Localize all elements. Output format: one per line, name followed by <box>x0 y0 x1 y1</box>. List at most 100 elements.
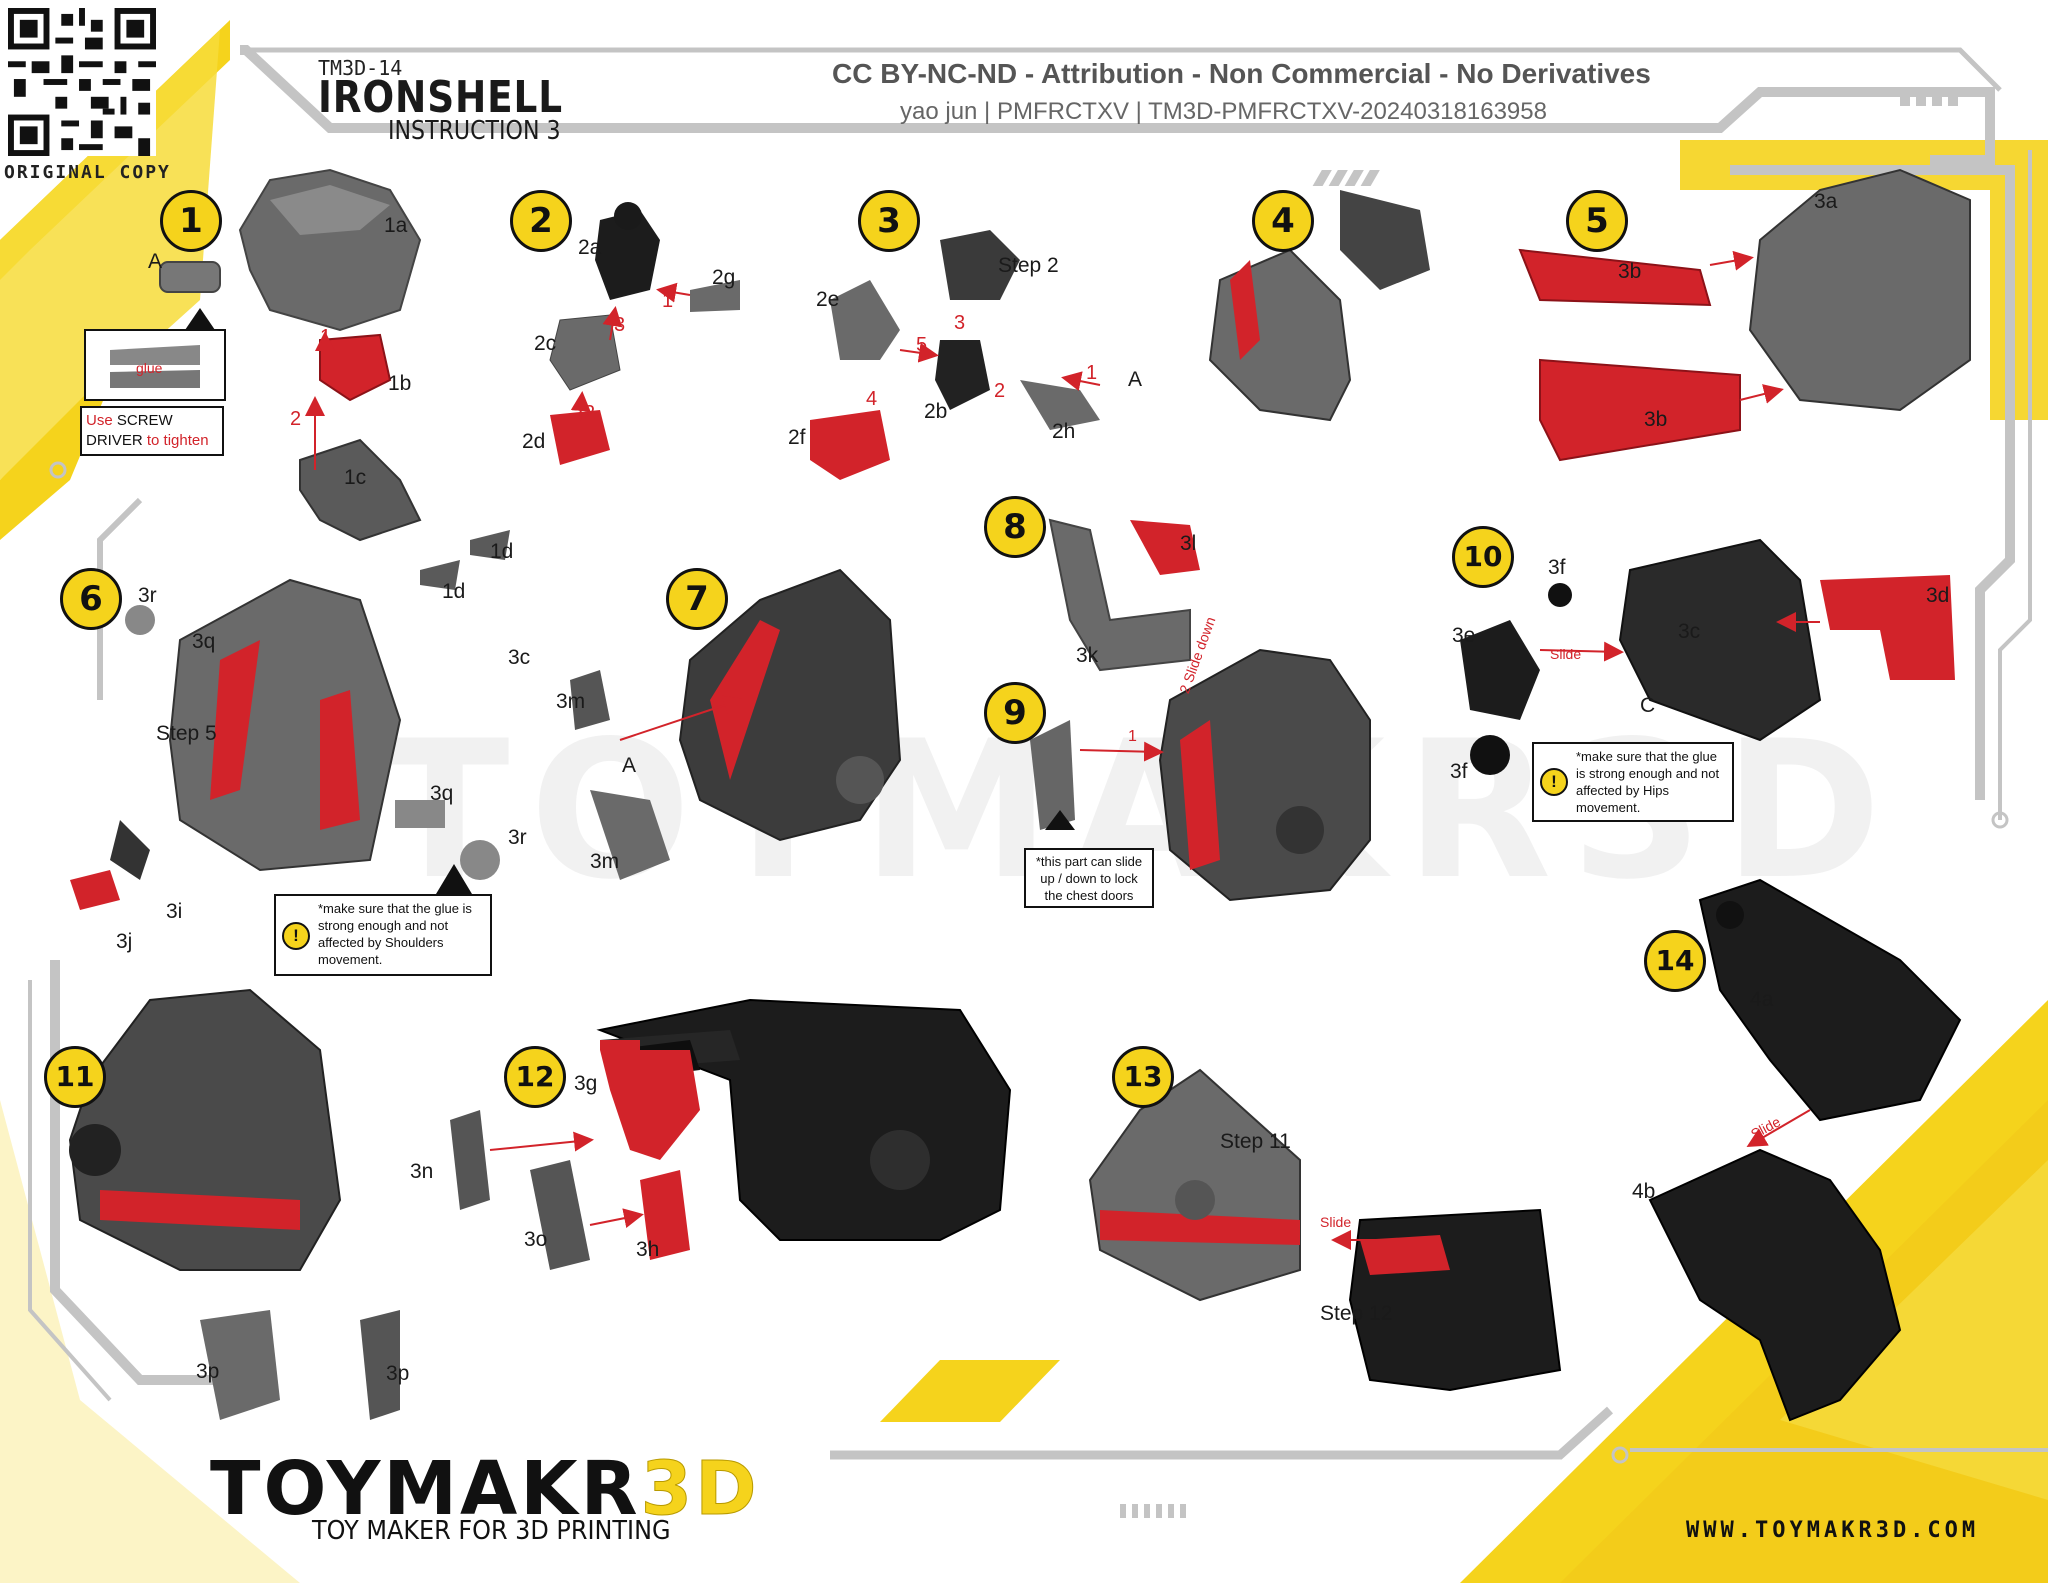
tip-text: to tighten <box>146 432 209 449</box>
part-label: 3q <box>192 630 216 653</box>
part-label: 3i <box>166 900 183 923</box>
tip-text: SCREW <box>116 412 173 429</box>
part-label: 2f <box>788 426 806 449</box>
part-label: C <box>1640 694 1656 717</box>
part-label: 2b <box>924 400 948 423</box>
step-badge-11: 11 <box>44 1046 106 1108</box>
tip-text: Use <box>86 412 113 429</box>
model-title: IRONSHELL <box>318 72 563 123</box>
part-label: 3o <box>524 1228 548 1251</box>
part-label: 3n <box>410 1160 434 1183</box>
arrow-number: 3 <box>614 314 626 336</box>
step-badge-14: 14 <box>1644 930 1706 992</box>
part-label: Step 11 <box>1220 1130 1291 1153</box>
part-label: 3e <box>1452 624 1476 647</box>
part-label: 3r <box>138 584 157 607</box>
part-label: 2d <box>522 430 546 453</box>
qr-code-icon <box>8 8 156 156</box>
part-label: Step 5 <box>156 722 217 745</box>
warning-icon: ! <box>282 922 310 950</box>
instruction-subtitle: INSTRUCTION 3 <box>388 116 561 146</box>
part-label: 3m <box>556 690 586 713</box>
step-badge-7: 7 <box>666 568 728 630</box>
brand-tagline: TOY MAKER FOR 3D PRINTING <box>312 1516 671 1546</box>
part-label: 2a <box>578 236 602 259</box>
part-label: A <box>148 250 163 273</box>
arrow-number: 2 <box>290 408 302 430</box>
brand-logo: TOYMAKR3D <box>210 1446 760 1533</box>
part-label: 3p <box>386 1362 410 1385</box>
tip-text: DRIVER <box>86 432 143 449</box>
part-label: 3b <box>1618 260 1642 283</box>
part-label: 3f <box>1450 760 1468 783</box>
part-label: 4a <box>1750 988 1774 1011</box>
note-text: *make sure that the glue is strong enoug… <box>318 901 472 967</box>
step-badge-8: 8 <box>984 496 1046 558</box>
part-label: Step 12 <box>1320 1302 1393 1325</box>
part-label: A <box>622 754 637 777</box>
slide-label: Slide <box>1550 646 1582 662</box>
part-label: 4b <box>1632 1180 1656 1203</box>
brand-logo-main: TOYMAKR <box>210 1446 641 1532</box>
screwdriver-tip: Use SCREW DRIVER to tighten <box>80 406 224 456</box>
part-label: 3j <box>116 930 133 953</box>
part-label: 3k <box>1076 644 1099 667</box>
step-badge-5: 5 <box>1566 190 1628 252</box>
part-label: 1a <box>384 214 408 237</box>
arrow-number: 2 <box>584 402 596 424</box>
step-badge-4: 4 <box>1252 190 1314 252</box>
part-label: 3b <box>1644 408 1668 431</box>
part-label: 1c <box>344 466 367 489</box>
step-badge-3: 3 <box>858 190 920 252</box>
step-badge-2: 2 <box>510 190 572 252</box>
credits-text: yao jun | PMFRCTXV | TM3D-PMFRCTXV-20240… <box>900 98 1547 125</box>
part-label: 3r <box>508 826 527 849</box>
arrow-number: 1 <box>662 290 674 312</box>
part-label: 3q <box>430 782 454 805</box>
shoulder-glue-note: ! *make sure that the glue is strong eno… <box>274 894 492 976</box>
part-label: 3c <box>1678 620 1701 643</box>
part-label: 1d <box>442 580 466 603</box>
part-label: Step 2 <box>998 254 1059 277</box>
part-label: 2g <box>712 266 736 289</box>
part-label: 3a <box>1814 190 1838 213</box>
step-badge-1: 1 <box>160 190 222 252</box>
part-label: 3c <box>508 646 531 669</box>
arrow-number: 4 <box>866 388 878 410</box>
part-label: 2e <box>816 288 840 311</box>
part-label: 2c <box>534 332 557 355</box>
step-badge-13: 13 <box>1112 1046 1174 1108</box>
slide-label: Slide <box>1320 1214 1352 1230</box>
chest-door-note: *this part can slide up / down to lock t… <box>1024 848 1154 908</box>
part-label: A <box>1128 368 1143 391</box>
part-label: 2h <box>1052 420 1076 443</box>
part-label: 1d <box>490 540 514 563</box>
arrow-number: 1 <box>1086 362 1098 384</box>
part-label: 3g <box>574 1072 598 1095</box>
license-text: CC BY-NC-ND - Attribution - Non Commerci… <box>832 58 1651 89</box>
arrow-number: 5 <box>916 334 928 356</box>
original-copy-label: ORIGINAL COPY <box>4 162 171 183</box>
part-label: 1b <box>388 372 412 395</box>
hip-glue-note: ! *make sure that the glue is strong eno… <box>1532 742 1734 822</box>
warning-icon: ! <box>1540 768 1568 796</box>
website-url: WWW.TOYMAKR3D.COM <box>1686 1518 1980 1543</box>
arrow-number: 1 <box>1128 728 1137 745</box>
step-badge-6: 6 <box>60 568 122 630</box>
arrow-number: 2 <box>994 380 1006 402</box>
note-pointer-icon <box>436 864 472 894</box>
glue-label: glue <box>136 360 163 376</box>
step-badge-12: 12 <box>504 1046 566 1108</box>
part-label: 3h <box>636 1238 660 1261</box>
brand-logo-accent: 3D <box>640 1446 760 1533</box>
arrow-number: 1 <box>320 326 332 348</box>
part-label: 3f <box>1548 556 1566 579</box>
part-label: 3p <box>196 1360 220 1383</box>
model-code: TM3D-14 <box>318 56 403 80</box>
part-label: 3l <box>1180 532 1197 555</box>
arrow-number: 3 <box>954 312 966 334</box>
part-label: 3d <box>1926 584 1950 607</box>
note-text: *make sure that the glue is strong enoug… <box>1576 749 1720 815</box>
step-badge-9: 9 <box>984 682 1046 744</box>
